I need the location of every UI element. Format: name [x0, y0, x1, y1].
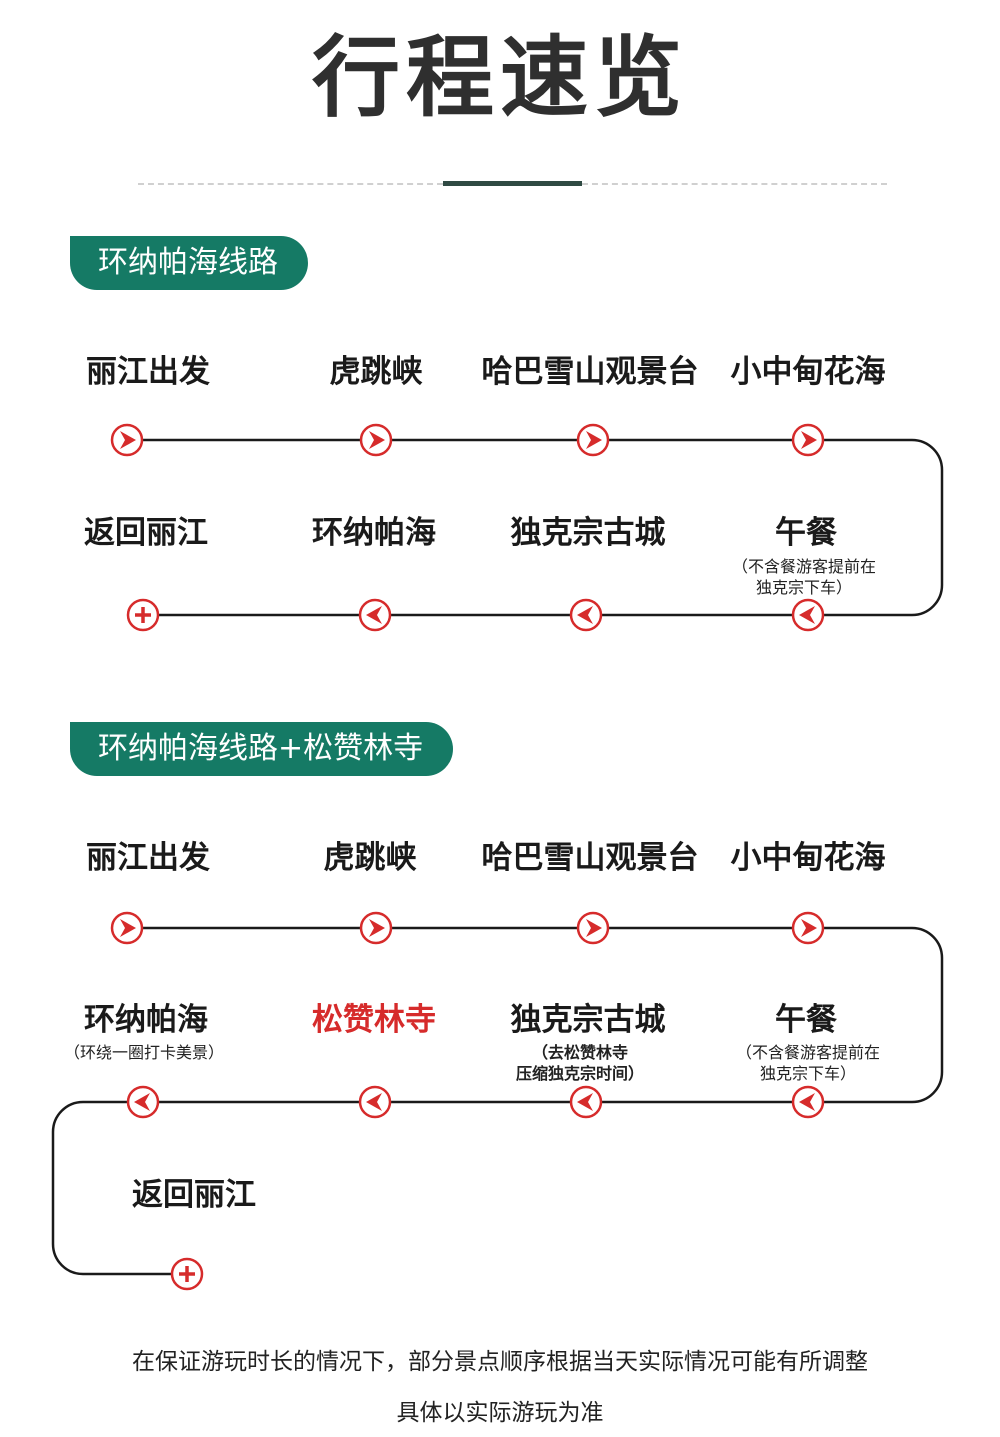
stop-label: 独克宗古城	[510, 515, 666, 551]
divider-right	[582, 183, 887, 185]
arrow-left-icon	[358, 1085, 392, 1119]
stop-label: 环纳帕海	[312, 515, 436, 551]
stop-note: （不含餐游客提前在 独克宗下车）	[735, 1043, 881, 1083]
stop-label: 小中甸花海	[730, 354, 886, 390]
end-plus-icon	[126, 598, 160, 632]
route1-tag: 环纳帕海线路	[70, 236, 308, 290]
arrow-right-icon	[791, 911, 825, 945]
end-plus-icon	[170, 1257, 204, 1291]
arrow-right-icon	[359, 423, 393, 457]
arrow-right-icon	[359, 911, 393, 945]
route1-line	[125, 438, 944, 617]
stop-note: （不含餐游客提前在 独克宗下车）	[731, 557, 877, 597]
stop-label: 午餐	[775, 1002, 837, 1038]
footer-note: 具体以实际游玩为准	[396, 1400, 604, 1426]
divider-accent	[443, 181, 582, 186]
stop-label: 午餐	[775, 515, 837, 551]
stop-label: 小中甸花海	[730, 840, 886, 876]
arrow-left-icon	[358, 598, 392, 632]
stop-note: （去松赞林寺 压缩独克宗时间）	[515, 1043, 645, 1083]
stop-label: 虎跳峡	[329, 354, 423, 390]
stop-label: 虎跳峡	[323, 840, 417, 876]
stop-label: 丽江出发	[86, 840, 210, 876]
stop-label: 独克宗古城	[510, 1002, 666, 1038]
arrow-left-icon	[569, 1085, 603, 1119]
route2-line	[51, 926, 944, 1276]
page-title: 行程速览	[311, 25, 688, 129]
stop-label: 返回丽江	[84, 515, 208, 551]
stop-label: 哈巴雪山观景台	[481, 840, 699, 876]
arrow-left-icon	[126, 1085, 160, 1119]
arrow-left-icon	[791, 1085, 825, 1119]
arrow-right-icon	[791, 423, 825, 457]
arrow-right-icon	[576, 911, 610, 945]
arrow-right-icon	[110, 423, 144, 457]
footer-note: 在保证游玩时长的情况下，部分景点顺序根据当天实际情况可能有所调整	[132, 1349, 868, 1375]
arrow-left-icon	[791, 598, 825, 632]
stop-label: 环纳帕海	[84, 1002, 208, 1038]
stop-label: 哈巴雪山观景台	[481, 354, 699, 390]
stop-label-highlight: 松赞林寺	[312, 1002, 436, 1038]
stop-note: （环绕一圈打卡美景）	[63, 1043, 225, 1062]
stop-label: 返回丽江	[132, 1177, 256, 1213]
arrow-right-icon	[576, 423, 610, 457]
divider-left	[138, 183, 443, 185]
stop-label: 丽江出发	[86, 354, 210, 390]
route2-tag: 环纳帕海线路+松赞林寺	[70, 722, 454, 776]
arrow-right-icon	[110, 911, 144, 945]
arrow-left-icon	[569, 598, 603, 632]
